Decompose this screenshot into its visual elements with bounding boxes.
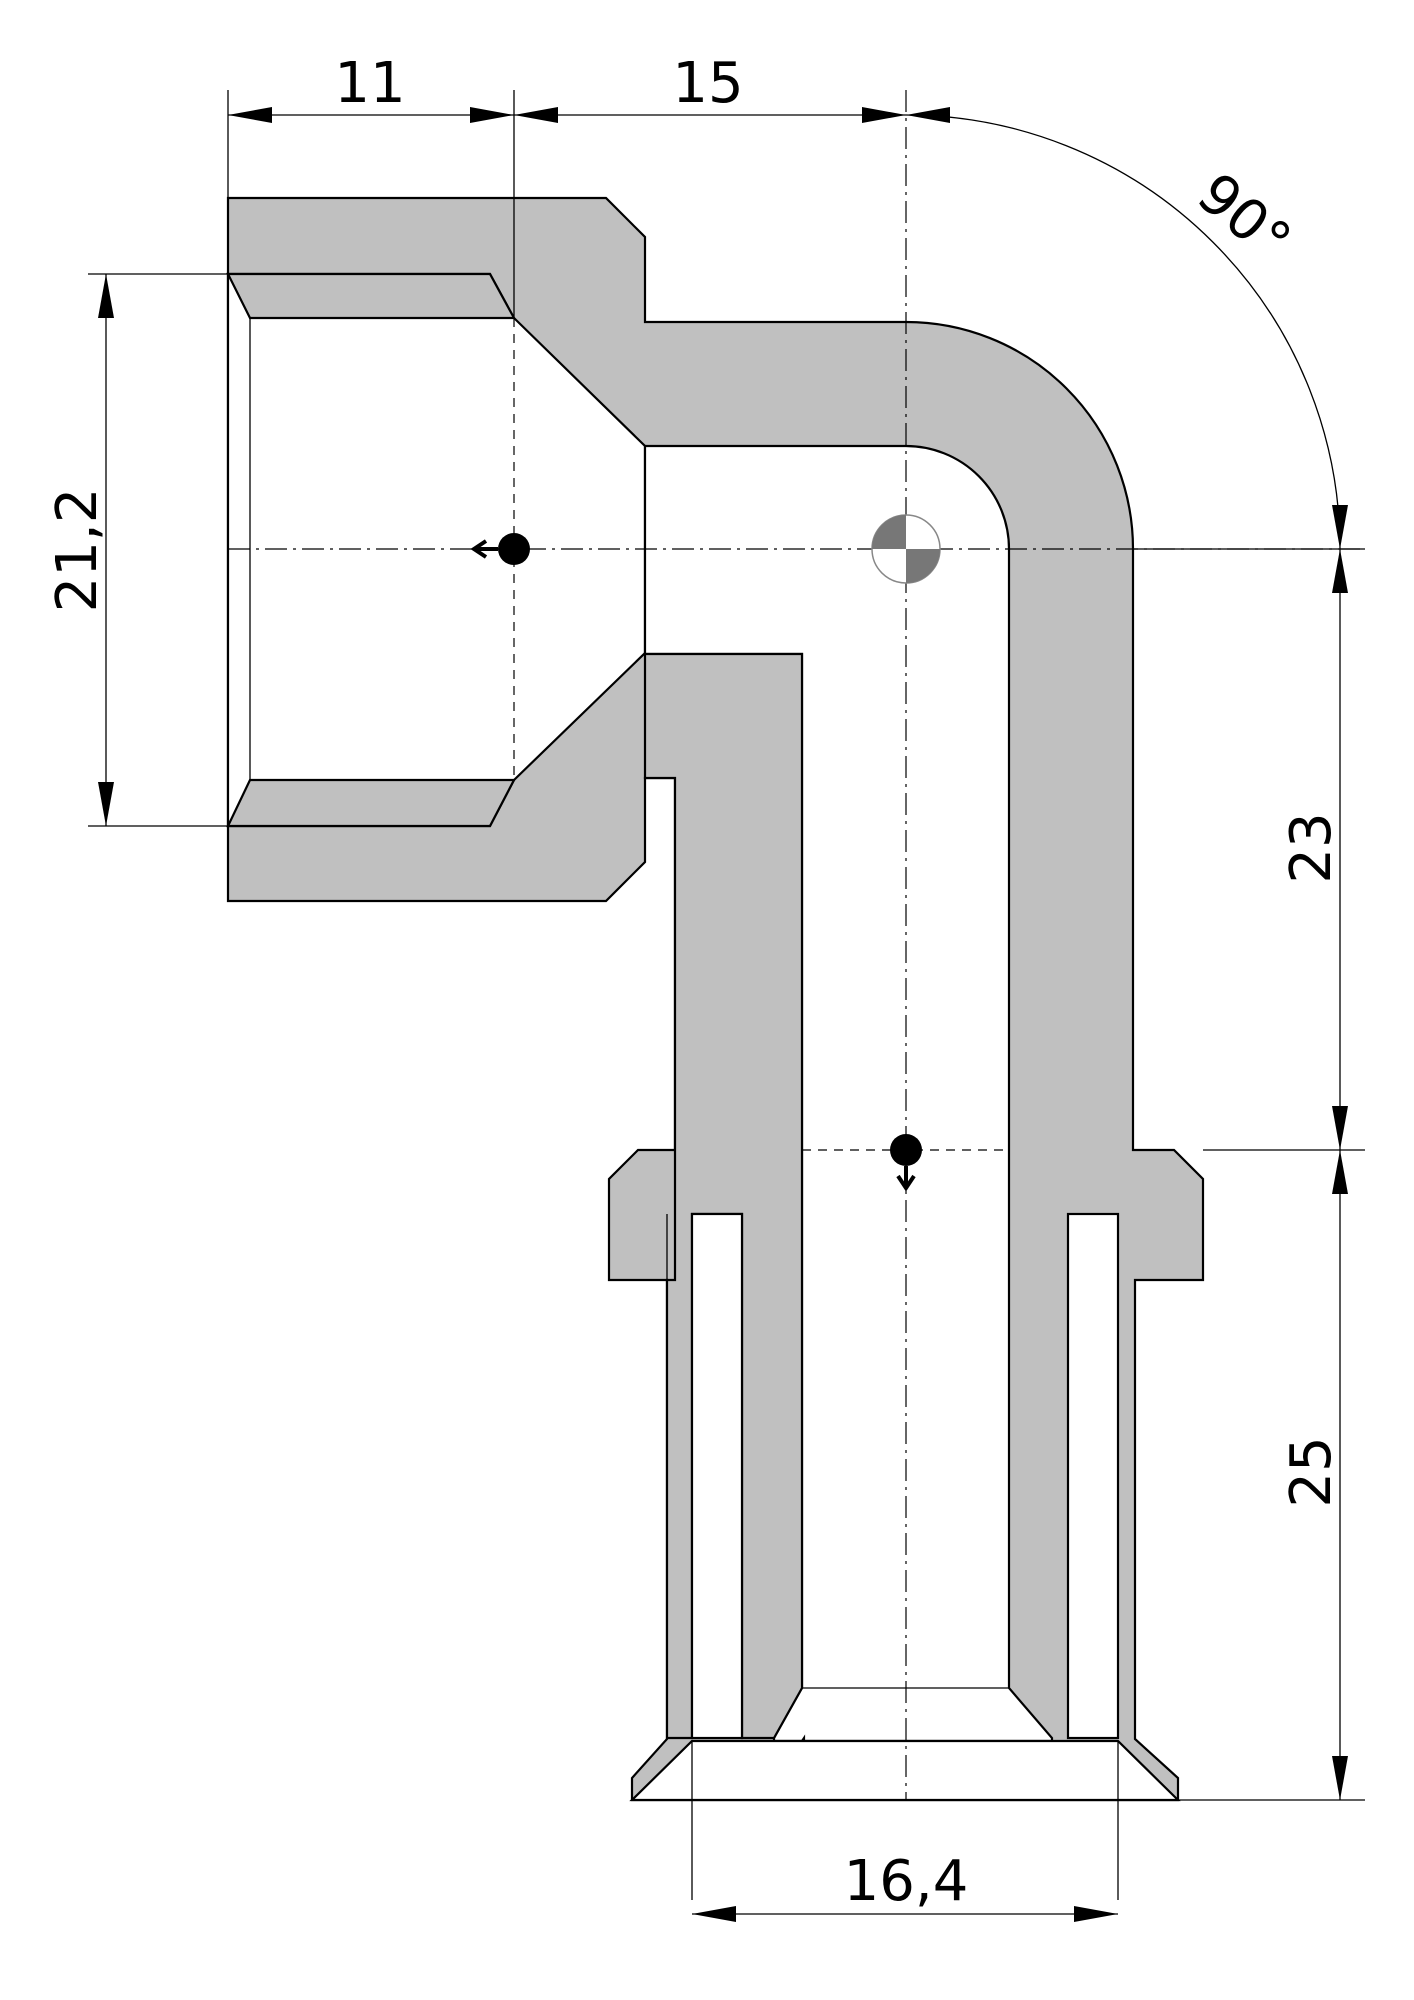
dim-label-11: 11 bbox=[334, 51, 405, 116]
dim-21-2-arrow-bottom bbox=[98, 782, 114, 826]
dim-21-2-arrow-top bbox=[98, 274, 114, 318]
dim-90-arrow-top bbox=[906, 107, 950, 123]
dim-11-arrow-left bbox=[228, 107, 272, 123]
dim-16-4-arrow-right bbox=[1074, 1906, 1118, 1922]
dim-label-15: 15 bbox=[672, 51, 743, 116]
dim-23-arrow-top bbox=[1332, 549, 1348, 593]
lower-reference-point-icon bbox=[890, 1134, 922, 1192]
sleeve-slot-left bbox=[690, 1212, 744, 1740]
dim-11-arrow-right bbox=[470, 107, 514, 123]
dim-25-arrow-top bbox=[1332, 1150, 1348, 1194]
left-reference-point-icon bbox=[470, 533, 530, 565]
dim-label-25: 25 bbox=[1279, 1436, 1344, 1507]
dim-15-arrow-left bbox=[514, 107, 558, 123]
centre-point-marker bbox=[871, 514, 941, 584]
dim-90-arrow-right bbox=[1332, 505, 1348, 549]
dim-label-90: 90° bbox=[1185, 161, 1303, 275]
dim-label-16-4: 16,4 bbox=[844, 1849, 969, 1914]
dim-15-arrow-right bbox=[862, 107, 906, 123]
outlet-ring bbox=[629, 1739, 1181, 1802]
dim-label-23: 23 bbox=[1279, 812, 1344, 883]
dim-16-4-arrow-left bbox=[692, 1906, 736, 1922]
dim-25-arrow-bottom bbox=[1332, 1756, 1348, 1800]
dim-arc-90 bbox=[905, 114, 1341, 550]
left-socket-chamfer-bottom bbox=[226, 778, 516, 828]
sleeve-slot-right bbox=[1066, 1212, 1120, 1740]
dim-23-arrow-bottom bbox=[1332, 1106, 1348, 1150]
left-socket-chamfer-top bbox=[226, 272, 516, 320]
dim-label-21-2: 21,2 bbox=[45, 488, 110, 613]
